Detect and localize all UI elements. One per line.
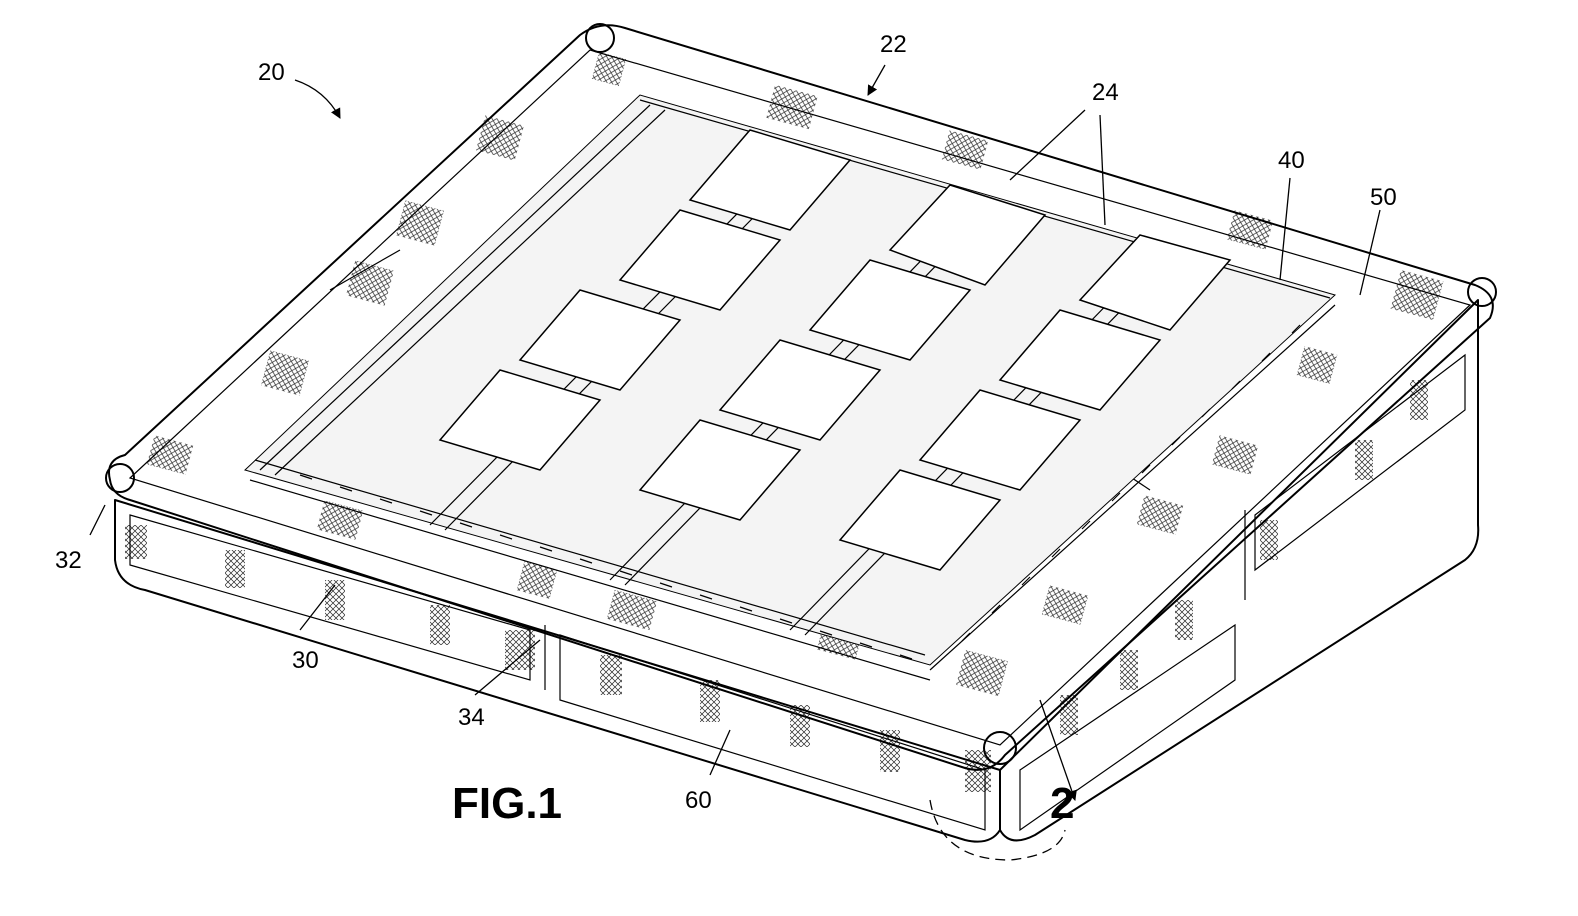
corner-cap-back (586, 24, 614, 52)
leader-20 (295, 80, 340, 118)
ref-60: 60 (685, 787, 712, 814)
leader-32 (90, 505, 105, 535)
ref-32: 32 (55, 547, 82, 574)
leader-22 (868, 65, 885, 95)
detail-ref-2: 2 (1050, 779, 1074, 828)
leader-50 (1360, 210, 1380, 295)
leader-24a (1010, 110, 1085, 180)
ref-50: 50 (1370, 184, 1397, 211)
ref-34: 34 (458, 704, 485, 731)
ref-40: 40 (1278, 147, 1305, 174)
figure-caption: FIG.1 (452, 779, 562, 828)
leader-24b (1100, 115, 1105, 225)
ref-20: 20 (258, 59, 285, 86)
side-panel-2 (560, 635, 985, 830)
ref-22: 22 (880, 31, 907, 58)
ref-30: 30 (292, 647, 319, 674)
detail-circle (930, 800, 1065, 860)
support-grid (245, 95, 1335, 680)
corner-cap-right (1468, 278, 1496, 306)
ref-24: 24 (1092, 79, 1119, 106)
